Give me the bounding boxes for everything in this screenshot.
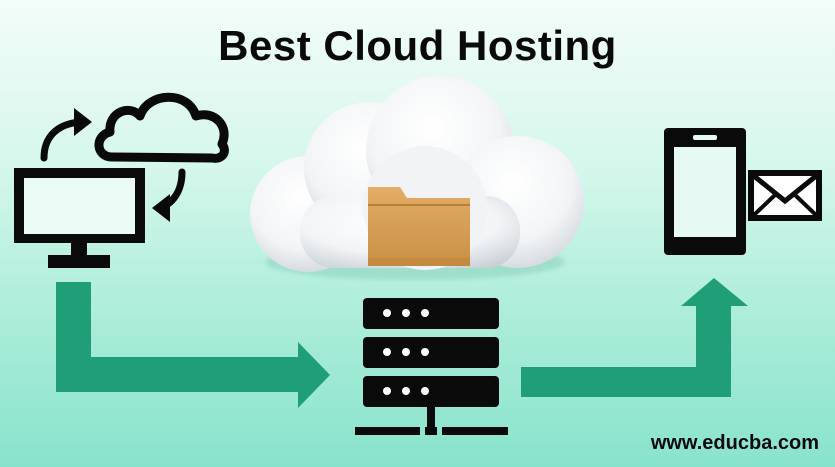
outline-cloud-icon [94, 92, 229, 163]
folder-icon [368, 187, 470, 266]
server-rack-icon [355, 298, 508, 435]
sync-arrow-head-top [74, 108, 92, 136]
arrow-to-server [56, 282, 330, 408]
page-title: Best Cloud Hosting [218, 22, 617, 69]
desktop-monitor-icon [14, 168, 145, 268]
sync-arrow-head-bottom [152, 194, 170, 222]
envelope-icon [748, 170, 822, 221]
site-watermark: www.educba.com [650, 432, 819, 454]
arrow-to-phone [521, 278, 748, 397]
smartphone-icon [664, 128, 746, 255]
